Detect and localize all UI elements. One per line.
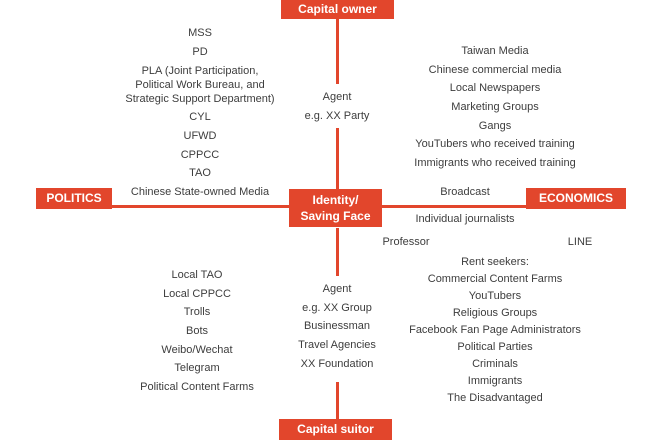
list-item: Local CPPCC bbox=[163, 287, 231, 300]
bottom-center-list: Agent e.g. XX Group Businessman Travel A… bbox=[281, 280, 393, 373]
list-item: Political Content Farms bbox=[140, 381, 254, 394]
list-item: UFWD bbox=[183, 130, 217, 143]
list-item: CPPCC bbox=[180, 148, 220, 161]
list-item: Marketing Groups bbox=[451, 101, 539, 114]
list-item: MSS bbox=[188, 27, 212, 39]
center-label-line-2: Saving Face bbox=[300, 209, 371, 223]
list-item: TAO bbox=[189, 167, 211, 180]
politics-label: POLITICS bbox=[36, 188, 112, 209]
bottom-left-list: Local TAO Local CPPCC Trolls Bots Weibo/… bbox=[97, 266, 297, 397]
list-item: PLA (Joint Participation, bbox=[141, 65, 259, 78]
list-item: Agent bbox=[322, 283, 352, 295]
economics-label: ECONOMICS bbox=[526, 188, 626, 209]
vertical-axis-top bbox=[336, 18, 339, 84]
list-item: Commercial Content Farms bbox=[427, 273, 563, 285]
vertical-axis-lower bbox=[336, 228, 339, 276]
top-right-list: Taiwan Media Chinese commercial media Lo… bbox=[395, 42, 595, 173]
horizontal-axis-left bbox=[110, 205, 295, 208]
list-item: Criminals bbox=[472, 358, 518, 370]
list-item: Political Parties bbox=[457, 341, 533, 353]
top-left-list: MSS PD PLA (Joint Participation, Politic… bbox=[100, 24, 300, 202]
list-item: Businessman bbox=[303, 320, 371, 333]
list-item: Facebook Fan Page Administrators bbox=[409, 324, 581, 336]
list-item: The Disadvantaged bbox=[447, 392, 543, 404]
list-item: Weibo/Wechat bbox=[161, 343, 233, 356]
list-item: Religious Groups bbox=[452, 307, 538, 319]
top-agent-example: e.g. XX Party bbox=[304, 110, 370, 122]
list-item: Telegram bbox=[174, 362, 220, 375]
list-item: Political Work Bureau, and bbox=[135, 79, 265, 92]
broadcast-label: Broadcast bbox=[440, 186, 490, 198]
line-app-label: LINE bbox=[567, 236, 593, 248]
list-item: YouTubers bbox=[468, 290, 522, 302]
vertical-axis-bottom bbox=[336, 382, 339, 420]
capital-suitor-label: Capital suitor bbox=[279, 419, 392, 440]
list-item: Immigrants who received training bbox=[414, 157, 576, 170]
list-item: Chinese State-owned Media bbox=[130, 186, 270, 199]
bottom-right-list: Rent seekers: Commercial Content Farms Y… bbox=[395, 254, 595, 407]
list-item: CYL bbox=[189, 111, 211, 124]
identity-saving-face-label: Identity/ Saving Face bbox=[289, 189, 382, 227]
list-item: Local TAO bbox=[171, 269, 223, 281]
vertical-axis-upper bbox=[336, 128, 339, 190]
list-item: Gangs bbox=[478, 119, 512, 132]
horizontal-axis-right bbox=[380, 205, 530, 208]
list-item: Bots bbox=[185, 325, 208, 338]
list-item: Strategic Support Department) bbox=[125, 93, 275, 106]
list-item: Taiwan Media bbox=[461, 45, 529, 57]
individual-journalists-label: Individual journalists bbox=[415, 213, 515, 225]
list-item: Chinese commercial media bbox=[428, 63, 562, 76]
center-label-line-1: Identity/ bbox=[312, 193, 359, 207]
list-item: Local Newspapers bbox=[449, 82, 541, 95]
list-item: Immigrants bbox=[467, 375, 523, 387]
list-item: Travel Agencies bbox=[298, 339, 376, 352]
capital-owner-label: Capital owner bbox=[281, 0, 394, 19]
list-item: e.g. XX Group bbox=[302, 301, 372, 314]
list-item: XX Foundation bbox=[300, 357, 374, 370]
list-item: Rent seekers: bbox=[461, 256, 529, 268]
list-item: Trolls bbox=[183, 306, 211, 319]
professor-label: Professor bbox=[382, 236, 430, 248]
list-item: PD bbox=[192, 45, 208, 58]
top-agent-label: Agent bbox=[322, 91, 352, 103]
list-item: YouTubers who received training bbox=[415, 138, 575, 151]
